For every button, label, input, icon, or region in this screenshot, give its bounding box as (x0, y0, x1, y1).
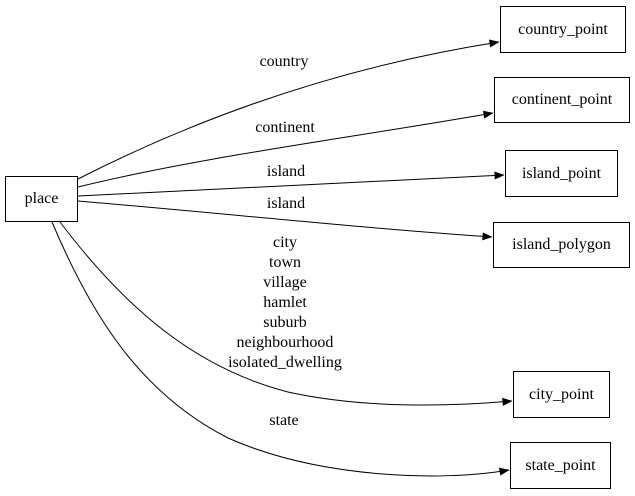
edge-label-isolated-dwelling-line: isolated_dwelling (228, 354, 342, 371)
edge-place-to-island-polygon (77, 200, 493, 241)
node-island-point: island_point (505, 150, 618, 197)
node-place: place (5, 176, 78, 222)
edge-label-neighbourhood-line: neighbourhood (236, 334, 334, 351)
edge-place-to-island-point (77, 171, 505, 197)
edge-label-island-point: island (266, 163, 306, 180)
node-country-point-label: country_point (518, 20, 608, 38)
node-place-label: place (24, 190, 59, 207)
edge-place-to-country-point (77, 39, 500, 180)
edge-label-town-line: town (268, 254, 301, 271)
edge-label-state: state (269, 412, 299, 429)
edge-label-city-group: city town village hamlet suburb neighbou… (228, 233, 342, 373)
node-city-point: city_point (513, 371, 610, 418)
node-island-point-label: island_point (521, 164, 602, 182)
edge-label-continent: continent (255, 119, 315, 136)
edge-label-hamlet-line: hamlet (263, 294, 307, 311)
node-city-point-label: city_point (529, 385, 594, 403)
node-continent-point-label: continent_point (511, 91, 613, 108)
edge-place-to-city-point (59, 221, 513, 406)
node-state-point-label: state_point (525, 456, 596, 474)
node-island-polygon-label: island_polygon (512, 236, 611, 253)
edge-place-to-continent-point (77, 110, 494, 188)
node-state-point: state_point (510, 442, 611, 489)
node-island-polygon: island_polygon (493, 222, 630, 268)
node-country-point: country_point (500, 6, 626, 53)
edge-label-village-line: village (263, 274, 307, 291)
edge-place-to-state-point (51, 221, 510, 477)
edge-label-city-line: city (272, 234, 297, 251)
edge-label-country: country (259, 53, 309, 70)
node-continent-point: continent_point (494, 77, 630, 123)
edge-label-island-polygon: island (266, 195, 306, 212)
edge-label-suburb-line: suburb (263, 314, 307, 331)
